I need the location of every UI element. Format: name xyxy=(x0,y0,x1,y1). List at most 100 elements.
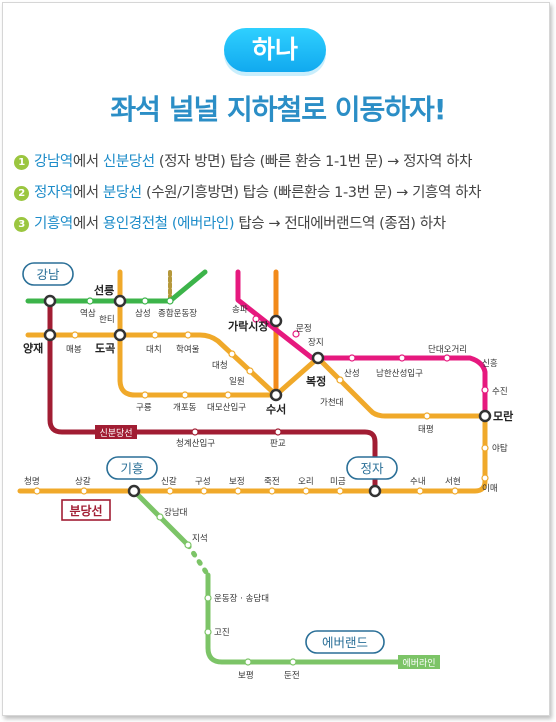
station-dot xyxy=(191,428,199,436)
station-songpa: 송파 xyxy=(232,305,248,315)
station-moran: 모란 xyxy=(493,409,513,423)
station-dot xyxy=(481,386,489,394)
station-dot xyxy=(228,350,236,358)
station-dunjeon: 둔전 xyxy=(284,670,300,681)
transfer-station xyxy=(43,294,57,308)
station-sanseong: 산성 xyxy=(344,368,360,379)
station-seohyeon: 서현 xyxy=(445,477,461,487)
station-dot xyxy=(244,658,252,666)
everline-label: 에버라인 xyxy=(402,658,435,669)
sinbundang-label: 신분당선 xyxy=(99,428,132,439)
station-dot xyxy=(151,331,159,339)
bundang-label-box xyxy=(61,499,111,521)
station-cheongmyeong: 청명 xyxy=(24,476,40,487)
station-sujin: 수진 xyxy=(492,386,508,397)
station-garak: 가락시장 xyxy=(228,319,268,333)
station-dot xyxy=(156,513,164,521)
station-dot xyxy=(181,391,189,399)
station-dot xyxy=(204,594,212,602)
station-jangji: 장지 xyxy=(308,337,324,348)
everline-label-box xyxy=(398,655,440,669)
station-migeum: 미금 xyxy=(330,477,346,487)
transfer-station xyxy=(127,484,141,498)
station-dot xyxy=(80,487,88,495)
station-samseong: 삼성 xyxy=(135,308,151,319)
station-cheonggye: 청계산입구 xyxy=(176,438,215,449)
station-daecheong: 대청 xyxy=(212,361,228,371)
station-gaepo: 개포동 xyxy=(173,402,197,413)
step-1-line: 신분당선 xyxy=(102,154,155,170)
station-dot xyxy=(481,474,489,482)
station-guseong: 구성 xyxy=(195,477,211,487)
transfer-station xyxy=(368,484,382,498)
station-yeoksam: 역삼 xyxy=(80,308,96,319)
station-sanggal: 상갈 xyxy=(75,476,91,487)
station-gachon: 가천대 xyxy=(320,397,343,408)
jeongja-bubble-label: 정자 xyxy=(360,461,384,476)
station-hakyeoul: 학여울 xyxy=(176,344,200,355)
station-dot xyxy=(33,487,41,495)
step-3-detail: 탑승 → 전대에버랜드역 (종점) 하차 xyxy=(234,216,446,232)
station-dot xyxy=(204,628,212,636)
station-gurung: 구룡 xyxy=(136,403,152,413)
station-ori: 오리 xyxy=(298,477,314,487)
step-2-station: 정자역 xyxy=(34,185,73,201)
station-dot xyxy=(224,391,232,399)
jeongja-bubble xyxy=(346,456,398,480)
transfer-station xyxy=(43,328,57,342)
station-bokjeong: 복정 xyxy=(306,374,326,388)
station-dot xyxy=(481,444,489,452)
station-dot xyxy=(348,354,356,362)
sinbundang-route xyxy=(47,298,378,494)
station-daemo: 대모산입구 xyxy=(207,402,246,413)
station-dot xyxy=(398,354,406,362)
station-dot xyxy=(252,315,260,323)
station-dot xyxy=(71,331,79,339)
station-dot xyxy=(274,428,282,436)
step-1-connector: 에서 xyxy=(72,154,103,170)
step-3-line: 용인경전철 (에버라인) xyxy=(102,216,235,232)
station-dot xyxy=(336,487,344,495)
station-irwon: 일원 xyxy=(229,377,245,387)
bundang-upper-route xyxy=(25,332,488,419)
step-2-connector: 에서 xyxy=(72,185,103,201)
gangnam-bubble xyxy=(22,262,74,286)
station-dot xyxy=(289,658,297,666)
step-number-1: 1 xyxy=(14,155,29,170)
subway-map: 강남 기흥 정자 에버랜드 신분당선 분당선 에버라인 양재 도곡 선릉 가락시… xyxy=(17,262,513,681)
step-1-station: 강남역 xyxy=(34,154,73,170)
everland-bubble xyxy=(305,630,385,654)
station-munjeong: 문정 xyxy=(296,323,312,334)
station-dot xyxy=(166,297,174,305)
bundang-label: 분당선 xyxy=(69,503,102,518)
station-gangnamdae: 강남대 xyxy=(164,507,187,518)
station-dandae: 단대오거리 xyxy=(428,344,467,355)
station-dot xyxy=(268,487,276,495)
everland-bubble-label: 에버랜드 xyxy=(322,635,368,650)
station-dot xyxy=(141,297,149,305)
bundang-branch-route xyxy=(117,269,279,398)
step-2-line: 분당선 xyxy=(102,185,142,201)
station-singal: 신갈 xyxy=(161,477,177,487)
station-dot xyxy=(200,487,208,495)
step-2-detail: (수원/기흥방면) 탑승 (빠른환승 1-3번 문) → 기흥역 하차 xyxy=(141,185,482,201)
gangnam-bubble-label: 강남 xyxy=(36,267,60,282)
station-jiseok: 지석 xyxy=(192,533,208,544)
station-dogok: 도곡 xyxy=(95,342,115,355)
everline-dashed xyxy=(185,542,211,578)
station-dot xyxy=(184,331,192,339)
station-dot xyxy=(416,487,424,495)
station-pangyo: 판교 xyxy=(270,439,286,449)
station-jukjeon: 죽전 xyxy=(264,476,280,487)
station-dot xyxy=(246,367,254,375)
station-suseo: 수서 xyxy=(266,402,286,416)
step-badge: 하나 xyxy=(224,28,326,72)
giheung-bubble xyxy=(106,456,158,480)
station-yatap: 야탑 xyxy=(492,443,508,454)
station-dot xyxy=(336,376,344,384)
everline-route-south xyxy=(205,572,423,665)
station-gojin: 고진 xyxy=(214,627,230,638)
